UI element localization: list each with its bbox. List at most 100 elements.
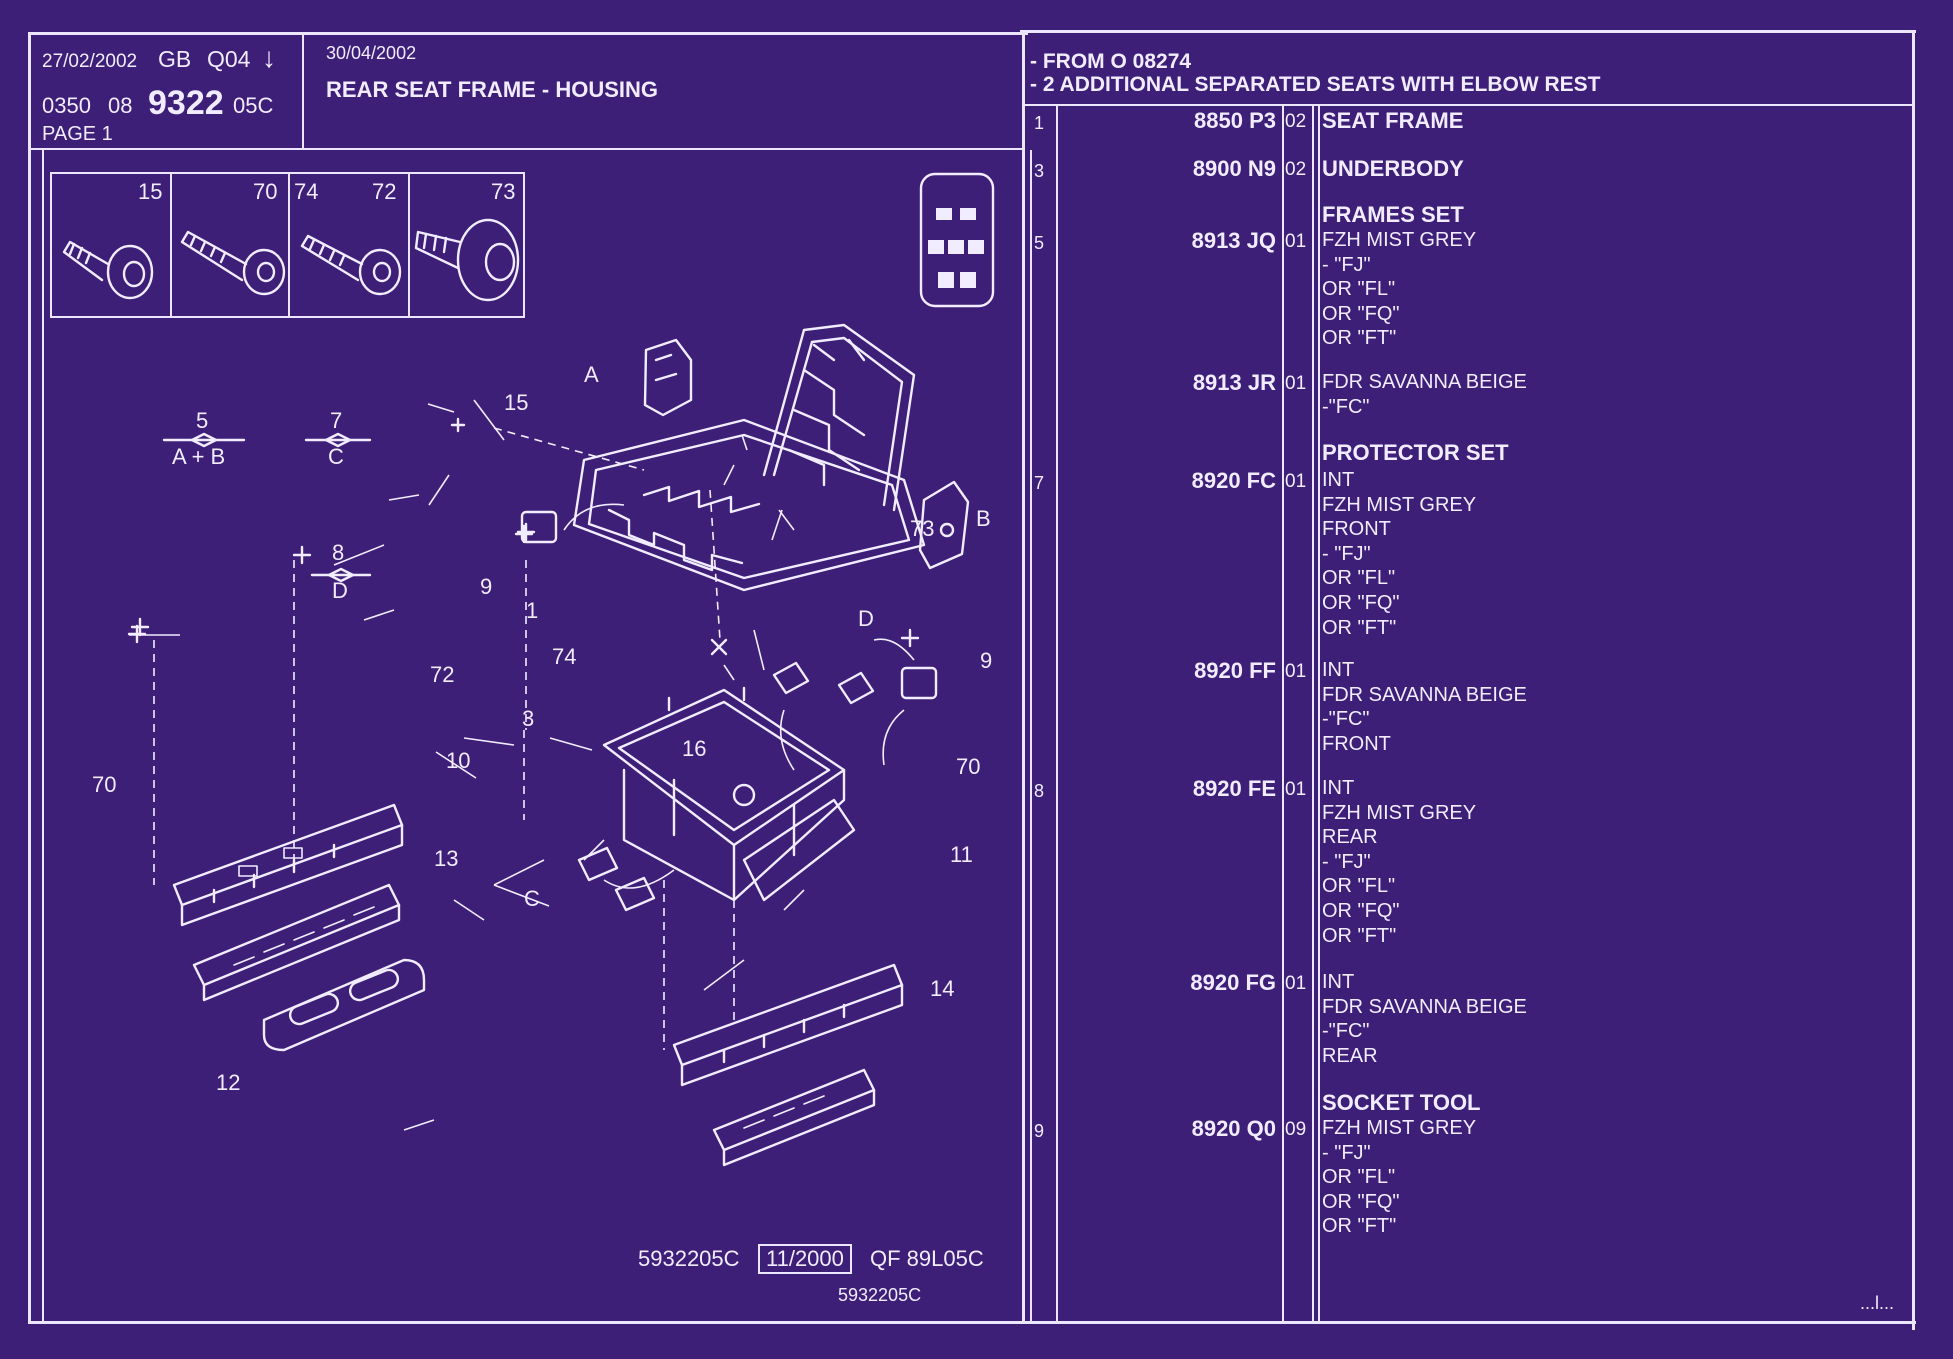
configuration-note: - 2 ADDITIONAL SEPARATED SEATS WITH ELBO… xyxy=(1030,73,1601,96)
callout-a-b: A + B xyxy=(172,444,226,469)
part-description: OR "FL" xyxy=(1322,1166,1396,1189)
underbody-part xyxy=(602,686,856,902)
callout-d: D xyxy=(332,578,348,603)
model-number: 9322 xyxy=(148,84,224,122)
part-description: FZH MIST GREY xyxy=(1322,801,1477,824)
col-rule xyxy=(1056,104,1058,1322)
cover-part xyxy=(192,883,401,1002)
section-heading: SOCKET TOOL xyxy=(1322,1090,1481,1115)
part-reference: 8920 FC xyxy=(1191,468,1276,493)
figure-number: 5 xyxy=(1034,233,1045,253)
fastener-number: 73 xyxy=(491,179,516,204)
protector-b xyxy=(918,480,970,570)
part-description: INT xyxy=(1322,469,1355,491)
header-rule-right xyxy=(1022,104,1914,106)
part-reference: 8913 JQ xyxy=(1191,228,1276,253)
continued-marker: ...l... xyxy=(1860,1293,1895,1313)
flange-screw-icon xyxy=(414,218,520,302)
frame-right xyxy=(1912,30,1915,1330)
callout-73: 73 xyxy=(910,516,935,541)
quantity: 01 xyxy=(1285,779,1307,800)
page-number: PAGE 1 xyxy=(42,123,113,145)
part-description: INT xyxy=(1322,971,1355,993)
callout-5: 5 xyxy=(196,408,209,433)
drawing-date: 11/2000 xyxy=(758,1244,852,1274)
callout-10: 10 xyxy=(446,748,471,773)
diagram-border-right xyxy=(1030,150,1032,1322)
part-description: FDR SAVANNA BEIGE xyxy=(1322,995,1527,1018)
col-rule xyxy=(1282,104,1284,1322)
part-description: OR "FT" xyxy=(1322,327,1397,350)
bolt-icon xyxy=(300,234,402,296)
drawing-reference: 5932205C xyxy=(638,1246,740,1271)
callout-9b: 9 xyxy=(980,648,993,673)
part-description: INT xyxy=(1322,777,1355,799)
fastener-number: 74 xyxy=(294,179,319,204)
part-description: OR "FL" xyxy=(1322,278,1396,301)
issue-date: 30/04/2002 xyxy=(326,43,417,63)
leader-lines xyxy=(129,399,805,1131)
frame-bottom xyxy=(28,1321,1916,1324)
edition-date: 27/02/2002 xyxy=(42,51,138,72)
fastener-mark xyxy=(127,417,920,656)
quantity: 01 xyxy=(1285,661,1307,682)
callout-1: 1 xyxy=(526,598,539,623)
frame-top xyxy=(28,32,1028,35)
part-description: OR "FQ" xyxy=(1322,1190,1400,1213)
quantity: 09 xyxy=(1285,1119,1307,1140)
header-separator xyxy=(302,32,304,148)
fastener-strip xyxy=(50,172,525,318)
callout-11: 11 xyxy=(950,842,973,867)
part-reference: 8920 Q0 xyxy=(1191,1116,1276,1141)
callout-b: B xyxy=(976,506,991,531)
callout-14: 14 xyxy=(930,976,955,1001)
callout-13: 13 xyxy=(434,846,459,871)
drawing-reference-small: 5932205C xyxy=(838,1285,922,1305)
clip-part xyxy=(520,510,938,912)
quantity: 02 xyxy=(1285,111,1307,132)
frame-top-right xyxy=(1020,30,1916,33)
fastener-icons xyxy=(62,218,520,302)
part-description: - "FJ" xyxy=(1322,1141,1371,1164)
part-description: OR "FQ" xyxy=(1322,302,1400,325)
part-description: -"FC" xyxy=(1322,1020,1370,1043)
part-description: FZH MIST GREY xyxy=(1322,1117,1477,1139)
part-description: FRONT xyxy=(1322,732,1391,755)
header-rule-left xyxy=(28,148,1024,150)
figure-number: 9 xyxy=(1034,1121,1045,1141)
bolt-icon xyxy=(180,230,286,296)
part-description: OR "FQ" xyxy=(1322,900,1400,922)
down-arrow-icon: ↓ xyxy=(262,42,276,73)
part-description: OR "FT" xyxy=(1322,924,1397,947)
part-description: OR "FT" xyxy=(1322,1215,1397,1238)
frame-left xyxy=(28,32,31,1324)
part-reference: 8920 FF xyxy=(1194,658,1276,683)
quantity: 01 xyxy=(1285,973,1307,994)
section-heading: SEAT FRAME xyxy=(1322,108,1464,133)
diagram-border-left xyxy=(42,150,44,1322)
part-description: - "FJ" xyxy=(1322,542,1371,565)
part-description: FZH MIST GREY xyxy=(1322,229,1477,251)
fastener-number: 72 xyxy=(372,179,397,204)
callout-c: C xyxy=(328,444,344,469)
model-variant: 05C xyxy=(233,93,274,118)
callout-8: 8 xyxy=(332,540,345,565)
drawing-code: QF 89L05C xyxy=(870,1246,984,1271)
fastener-number: 70 xyxy=(253,179,278,204)
country-code: GB xyxy=(158,46,192,72)
quantity: 02 xyxy=(1285,159,1307,180)
callout-72: 72 xyxy=(430,662,455,687)
part-description: OR "FT" xyxy=(1322,616,1397,639)
part-description: INT xyxy=(1322,659,1355,681)
applicability-note: - FROM O 08274 xyxy=(1030,50,1192,73)
protector-a xyxy=(643,338,693,417)
section-marker xyxy=(162,432,372,583)
rail-part xyxy=(672,963,904,1087)
part-description: REAR xyxy=(1322,826,1378,849)
exploded-diagram xyxy=(127,323,970,1167)
callout-d-part: D xyxy=(858,606,874,631)
part-reference: 8850 P3 xyxy=(1194,108,1276,133)
group-code: 0350 xyxy=(42,93,91,118)
part-description: - "FJ" xyxy=(1322,253,1371,276)
part-description: FZH MIST GREY xyxy=(1322,493,1477,516)
